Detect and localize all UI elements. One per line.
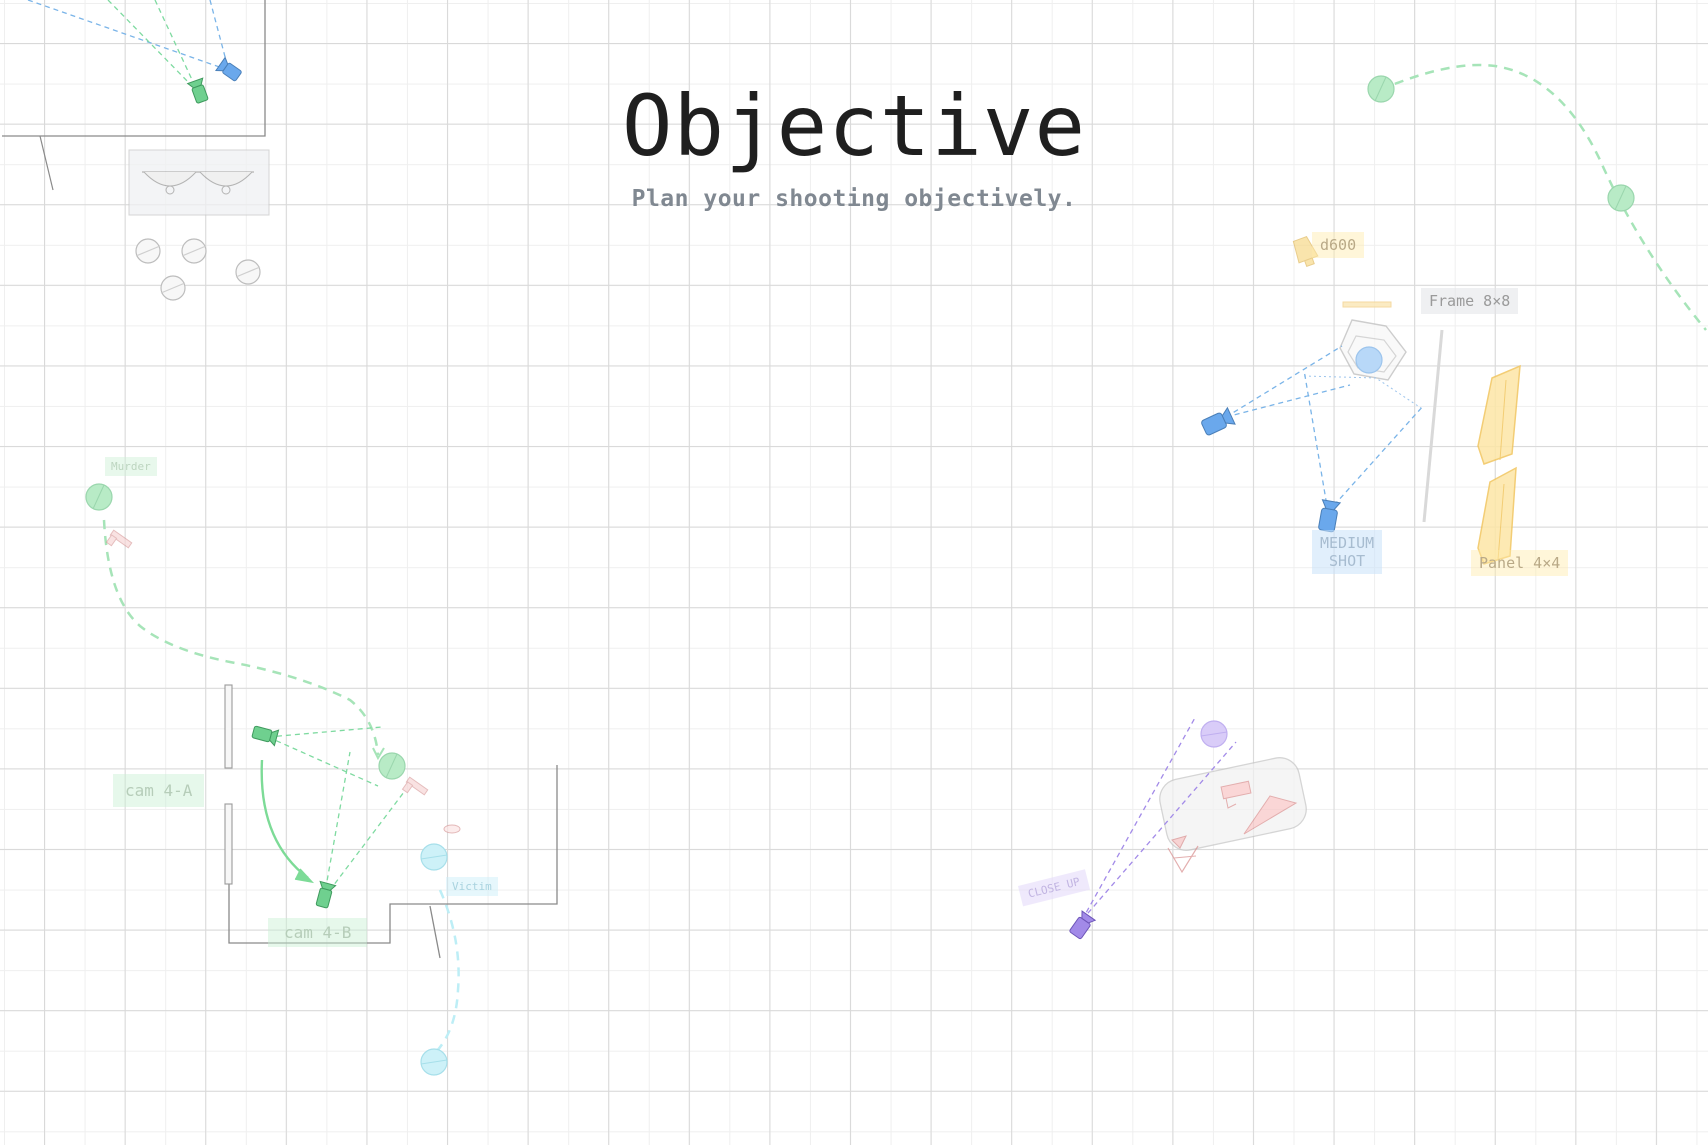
camera-label[interactable]: cam 4-A [113, 774, 205, 808]
camera-icon[interactable] [1317, 499, 1342, 533]
tripod-icon[interactable] [1167, 835, 1199, 874]
camera-icon[interactable] [1200, 406, 1236, 437]
room-wall [2, 0, 266, 137]
camera-label[interactable]: cam 4-B [268, 918, 368, 948]
page-subtitle: Plan your shooting objectively. [631, 186, 1077, 213]
character-label[interactable]: Victim [446, 877, 498, 897]
camera-icon[interactable] [314, 880, 337, 909]
bottom-right-scene [1068, 715, 1310, 940]
movement-path [435, 889, 460, 1053]
actor-marker[interactable] [85, 483, 113, 511]
window-icon [224, 684, 233, 885]
actor-marker[interactable] [420, 1048, 448, 1076]
actor-marker[interactable] [378, 752, 406, 780]
camera-move-arrow [260, 759, 309, 879]
camera-sightline [1081, 715, 1237, 921]
door-line [39, 135, 54, 191]
actor-marker[interactable] [1607, 184, 1635, 212]
camera-icon[interactable] [186, 77, 211, 104]
hat-icon[interactable] [443, 824, 461, 834]
light-icon[interactable] [1291, 235, 1319, 268]
bottom-left-scene [85, 483, 558, 1076]
camera-icon[interactable] [251, 724, 280, 747]
top-right-scene [1200, 63, 1707, 565]
gun-icon[interactable] [401, 776, 429, 801]
path-arrowhead [372, 747, 385, 761]
hero: Objective Plan your shooting objectively… [0, 82, 1708, 212]
actor-marker[interactable] [1355, 346, 1383, 374]
camera-icon[interactable] [1068, 910, 1097, 940]
camera-sightline [107, 0, 193, 87]
camera-sightline [154, 0, 195, 85]
camera-sightline [27, 0, 229, 71]
actor-marker[interactable] [1200, 720, 1228, 748]
car-icon[interactable] [1156, 754, 1310, 854]
camera-sightline [209, 0, 229, 69]
camera-move-arrowhead [294, 868, 315, 884]
gun-icon[interactable] [105, 529, 133, 554]
stool-icon [135, 238, 261, 301]
frame-stand[interactable] [1422, 329, 1444, 523]
character-label[interactable]: Murder [105, 457, 157, 477]
page-title: Objective [621, 77, 1087, 175]
frame-coverage [1303, 375, 1425, 411]
frame-label[interactable]: Frame 8×8 [1421, 288, 1519, 314]
light-label[interactable]: d600 [1312, 232, 1365, 258]
counter-icon [128, 149, 270, 216]
actor-marker[interactable] [1367, 75, 1395, 103]
camera-sightline [267, 726, 405, 899]
set-walls [228, 765, 558, 959]
panel-label[interactable]: Panel 4×4 [1471, 550, 1569, 576]
shot-label[interactable]: MEDIUM SHOT [1312, 530, 1383, 574]
actor-marker[interactable] [420, 843, 448, 871]
movement-path [102, 519, 380, 756]
camera-icon[interactable] [214, 56, 243, 83]
camera-sightline [1225, 345, 1425, 513]
top-left-scene [2, 0, 270, 301]
flag-icon[interactable] [1342, 301, 1392, 308]
panel-light-icon[interactable] [1477, 364, 1521, 565]
